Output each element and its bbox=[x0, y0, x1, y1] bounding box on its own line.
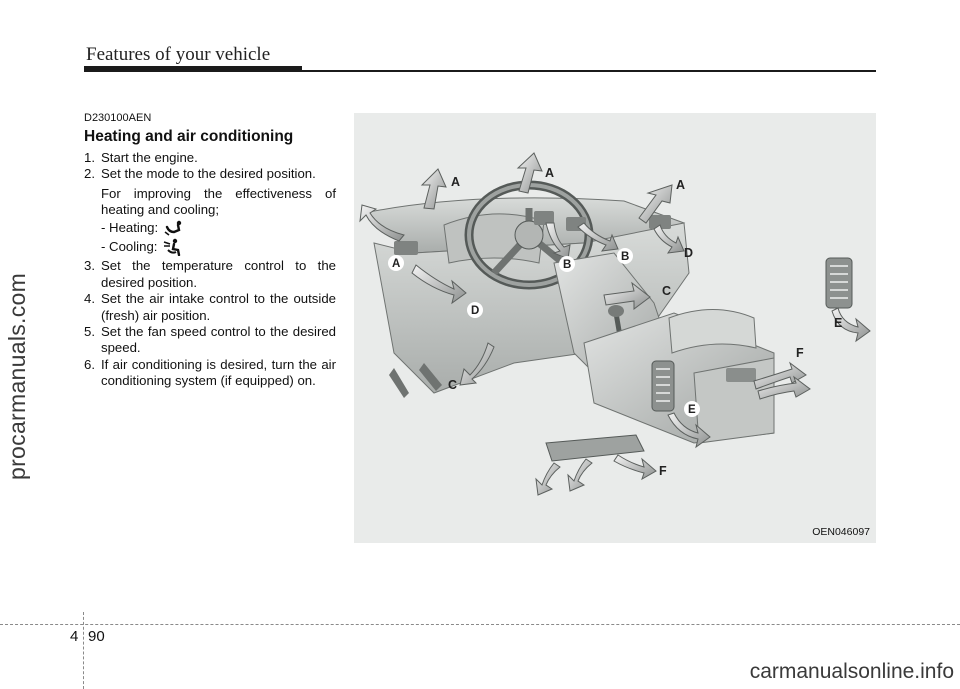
air-vent-illustration: A A A D C E F C F A B B D E OEN046097 bbox=[354, 113, 876, 543]
section-code: D230100AEN bbox=[84, 112, 152, 124]
footer-rule bbox=[0, 624, 960, 625]
step-item: 5. Set the fan speed control to the desi… bbox=[84, 324, 336, 357]
step-text: Set the fan speed control to the desired… bbox=[101, 324, 336, 356]
callout-label: F bbox=[796, 346, 804, 360]
step-item: 4. Set the air intake control to the out… bbox=[84, 291, 336, 324]
callout-label: A bbox=[392, 258, 400, 270]
step-text: Start the engine. bbox=[101, 149, 198, 165]
step-item: 6. If air conditioning is desired, turn … bbox=[84, 357, 336, 390]
callout-label: E bbox=[688, 404, 696, 416]
step-item: 2. Set the mode to the desired position. bbox=[84, 166, 336, 182]
callout-label: B bbox=[563, 259, 571, 271]
callout-label: A bbox=[545, 166, 554, 180]
callout-label: C bbox=[662, 284, 671, 298]
figure-code: OEN046097 bbox=[812, 526, 870, 538]
instruction-column: D230100AEN Heating and air conditioning … bbox=[84, 110, 336, 390]
step-number: 6. bbox=[84, 356, 95, 372]
step-note: For improving the effectiveness of heati… bbox=[101, 185, 336, 218]
section-heading: Heating and air conditioning bbox=[84, 128, 294, 146]
callout-label: E bbox=[834, 316, 842, 330]
callout-label: D bbox=[684, 246, 693, 260]
step-number: 5. bbox=[84, 324, 95, 340]
callout-label: A bbox=[451, 175, 460, 189]
mode-floor-icon bbox=[164, 220, 182, 236]
cooling-mode-line: - Cooling: bbox=[84, 237, 336, 256]
step-item: 3. Set the temperature control to the de… bbox=[84, 258, 336, 291]
step-text: Set the temperature control to the desir… bbox=[101, 258, 336, 290]
step-text: Set the air intake control to the outsid… bbox=[101, 291, 336, 323]
step-number: 3. bbox=[84, 258, 95, 274]
header-rule-thick bbox=[84, 66, 302, 72]
page-number: 90 bbox=[88, 628, 105, 645]
step-item: 1. Start the engine. bbox=[84, 150, 336, 166]
cooling-label: - Cooling: bbox=[101, 238, 158, 254]
bottom-watermark: carmanualsonline.info bbox=[749, 660, 954, 683]
step-number: 1. bbox=[84, 149, 95, 165]
callout-label: B bbox=[621, 251, 629, 263]
side-watermark: procarmanuals.com bbox=[4, 272, 30, 480]
callout-label: A bbox=[676, 178, 685, 192]
step-text: Set the mode to the desired position. bbox=[101, 166, 316, 182]
callout-label: D bbox=[471, 305, 479, 317]
heating-label: - Heating: bbox=[101, 219, 159, 235]
footer-divider bbox=[83, 612, 84, 689]
page-header-title: Features of your vehicle bbox=[86, 44, 271, 65]
header-rule bbox=[84, 70, 876, 72]
chapter-number: 4 bbox=[70, 628, 79, 645]
heating-mode-line: - Heating: bbox=[84, 218, 336, 237]
callout-label: F bbox=[659, 464, 667, 478]
step-number: 4. bbox=[84, 291, 95, 307]
callout-label: C bbox=[448, 378, 457, 392]
step-number: 2. bbox=[84, 166, 95, 182]
dashboard-drawing: A A A D C E F C F A B B D E bbox=[359, 152, 871, 496]
mode-face-icon bbox=[164, 238, 181, 256]
step-text: If air conditioning is desired, turn the… bbox=[101, 356, 336, 389]
